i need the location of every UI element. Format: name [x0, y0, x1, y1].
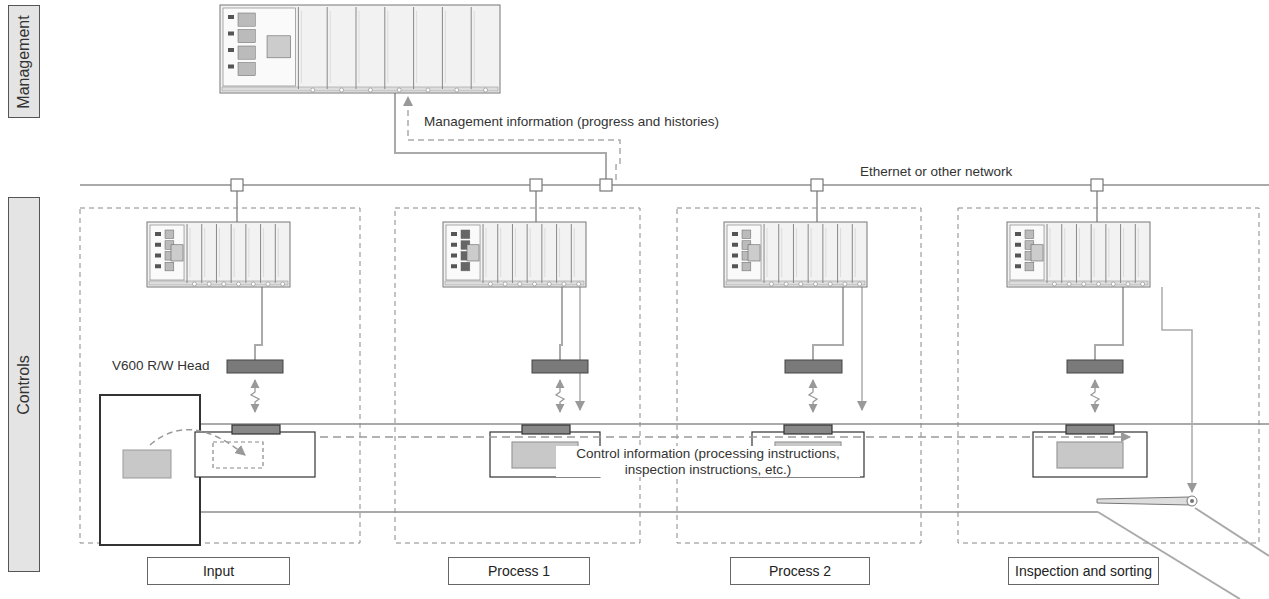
plc-units	[147, 5, 1150, 287]
tier-label: Controls	[15, 355, 33, 415]
stage-box: Process 2	[730, 557, 870, 585]
stage-box: Inspection and sorting	[1008, 557, 1159, 585]
flow-label: Control information (processing instruct…	[556, 446, 860, 477]
network-label: Ethernet or other network	[858, 164, 1014, 180]
stage-label: Inspection and sorting	[1015, 563, 1152, 579]
stage-box: Input	[147, 557, 290, 585]
tier-band: Management	[8, 5, 40, 118]
stage-label: Process 2	[769, 563, 831, 579]
stage-box: Process 1	[448, 557, 590, 585]
part-name: V600 R/W Head	[110, 358, 212, 374]
flow-label: Management information (progress and his…	[422, 114, 721, 130]
tier-band: Controls	[8, 197, 40, 572]
stage-label: Process 1	[488, 563, 550, 579]
stage-label: Input	[203, 563, 234, 579]
tier-label: Management	[15, 15, 33, 108]
